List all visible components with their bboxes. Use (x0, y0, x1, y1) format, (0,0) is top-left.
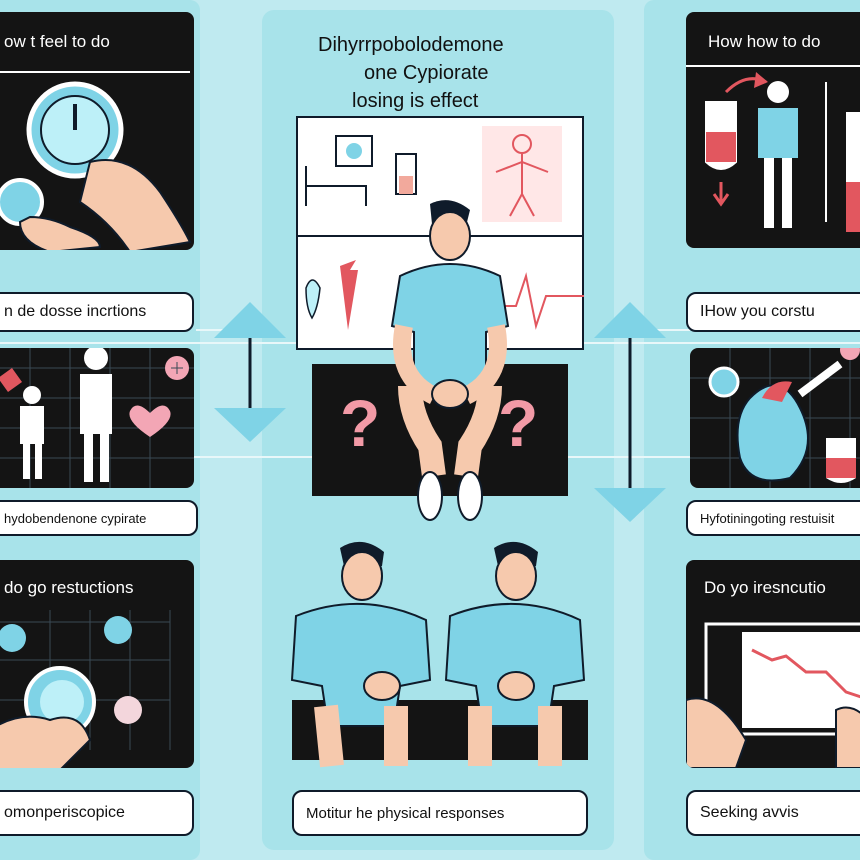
center-title-line-1: Dihyrrpobolodemone (318, 34, 504, 56)
tablet-chart-illustration (686, 622, 860, 768)
left-label-1: n de dosse incrtions (0, 292, 194, 332)
left-label-3: omonperiscopice (0, 790, 194, 836)
question-mark-left: ? (340, 386, 381, 460)
question-mark-right: ? (498, 386, 539, 460)
right-label-2-text: Hyfotiningoting restuisit (700, 510, 835, 526)
center-title-line-2: one Cypiorate (364, 62, 489, 84)
left-label-2: hydobendenone cypirate (0, 500, 198, 536)
dose-transfer-illustration (686, 65, 860, 232)
left-panel-top: ow t feel to do (0, 12, 194, 250)
two-seated-men-illustration (290, 541, 586, 768)
right-panel-middle (690, 348, 860, 488)
right-label-2: Hyfotiningoting restuisit (686, 500, 860, 536)
right-panel-bottom-title: Do yo iresncutio (704, 578, 826, 597)
hand-pill-illustration (0, 610, 171, 768)
right-label-3-text: Seeking avvis (700, 804, 799, 821)
clinic-scene-illustration (296, 126, 584, 330)
timer-hand-illustration (0, 71, 192, 250)
seated-man-illustration (390, 200, 510, 521)
left-label-3-text: omonperiscopice (4, 804, 125, 821)
center-label-bottom: Motitur he physical responses (292, 790, 588, 836)
center-label-bottom-text: Motitur he physical responses (306, 804, 505, 822)
right-label-3: Seeking avvis (686, 790, 860, 836)
left-label-1-text: n de dosse incrtions (4, 303, 147, 320)
left-panel-top-title: ow t feel to do (4, 32, 110, 51)
center-title-line-3: losing is effect (352, 90, 479, 112)
left-label-2-text: hydobendenone cypirate (4, 510, 147, 526)
left-up-down-arrow (214, 302, 286, 442)
left-panel-middle (0, 348, 194, 488)
right-label-1-text: IHow you corstu (700, 303, 815, 320)
heart-syringe-illustration (690, 348, 860, 488)
right-label-1: IHow you corstu (686, 292, 860, 332)
right-panel-top: How how to do (686, 12, 860, 248)
left-panel-bottom: do go restuctions (0, 560, 194, 768)
right-up-down-arrow (594, 302, 666, 522)
right-panel-bottom: Do yo iresncutio (686, 560, 860, 768)
left-panel-bottom-title: do go restuctions (4, 578, 134, 597)
right-panel-top-title: How how to do (708, 32, 821, 51)
people-chart-illustration (0, 348, 194, 488)
